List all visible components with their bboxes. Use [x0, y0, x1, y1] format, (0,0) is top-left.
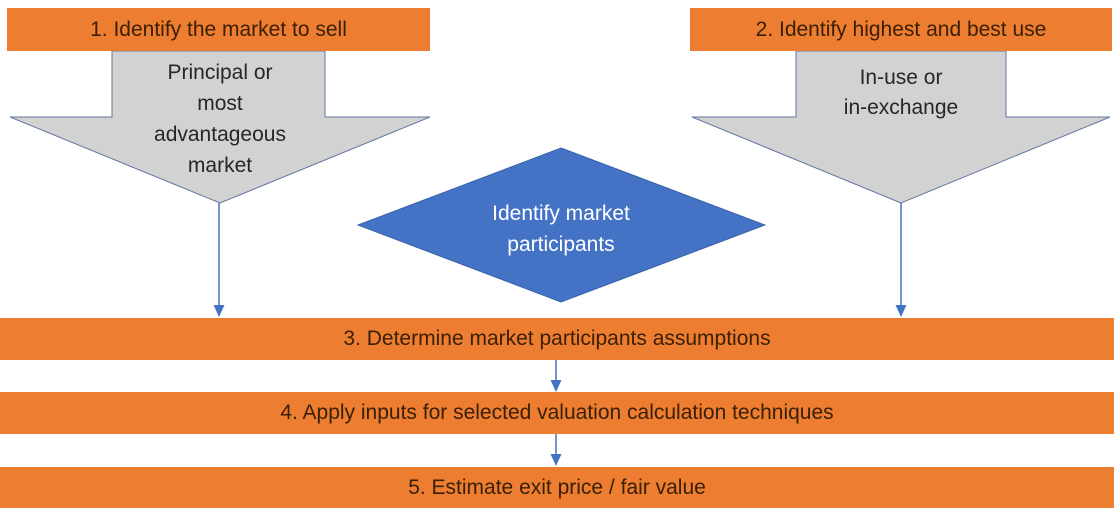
- step2-label: 2. Identify highest and best use: [755, 17, 1047, 41]
- step4-label: 4. Apply inputs for selected valuation c…: [280, 401, 834, 424]
- diamond-shape: [356, 147, 767, 303]
- step3-label: 3. Determine market participants assumpt…: [343, 327, 771, 350]
- connector-right-arrowhead-icon: [895, 305, 907, 317]
- left-down-arrow-shape: [9, 50, 431, 204]
- step1-bar-shape: [7, 8, 430, 51]
- step5-bar-shape: [0, 467, 1114, 508]
- connector-left-arrowhead-icon: [213, 305, 225, 317]
- right-arrow-label: In-use or in-exchange: [843, 66, 959, 119]
- diamond-label: Identify market participants: [492, 202, 630, 256]
- step5-label: 5. Estimate exit price / fair value: [408, 475, 706, 499]
- connector-right: [895, 203, 907, 317]
- step3-bar-shape: [0, 318, 1114, 360]
- connector-step3-step4-arrowhead-icon: [550, 380, 562, 392]
- connector-step4-step5: [550, 434, 562, 466]
- right-down-arrow-shape: [691, 50, 1111, 204]
- step2-bar-shape: [690, 8, 1112, 51]
- step4-bar-shape: [0, 392, 1114, 434]
- connector-step4-step5-arrowhead-icon: [550, 454, 562, 466]
- step1-label: 1. Identify the market to sell: [90, 17, 347, 41]
- connector-step3-step4: [550, 360, 562, 392]
- connector-left: [213, 203, 225, 317]
- left-arrow-label: Principal or most advantageous market: [154, 61, 286, 177]
